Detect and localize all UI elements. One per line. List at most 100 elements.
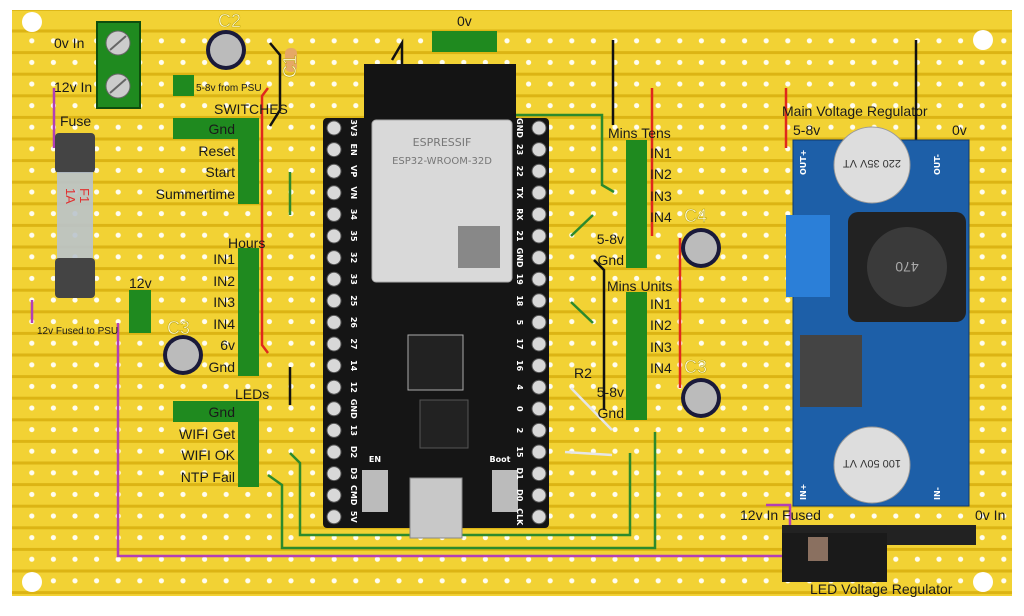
header-pin [326,293,342,309]
header-pin [531,271,547,287]
mins-tens-pin: IN3 [650,188,672,204]
capacitor-c2 [206,30,246,70]
usb-port[interactable] [409,477,463,539]
esp32-pins: 3V3ENVPVN343532332526271412GND13D2D3CMD5… [326,118,547,526]
esp32-model: ESP32-WROOM-32D [392,156,492,167]
pin-label: 18 [515,295,524,307]
cap-bottom-marking: 100 50V VT [843,457,901,469]
pin-label: D1 [515,467,524,480]
leds-header [238,401,259,487]
en-button[interactable] [362,470,388,512]
label-c1: C1 [280,55,300,78]
switches-gnd-bar [173,118,258,139]
pin-label: 15 [515,446,524,458]
mins-units-pin: IN1 [650,296,672,312]
led-regulator-in: 12v In Fused [740,507,821,523]
mins-units-header [626,292,647,420]
capacitor-c3-right [681,378,721,418]
pin-label: 5V [349,511,358,524]
header-pin [531,228,547,244]
esp32-brand: ESPRESSIF [413,136,472,149]
mins-tens-power: 5-8v [597,231,624,247]
label-c4: C4 [684,206,707,226]
header-pin [326,336,342,352]
mins-tens-pin: IN2 [650,166,672,182]
pin-label: 19 [515,274,524,286]
green-wire [570,301,594,324]
header-pin [531,509,547,525]
main-regulator-in: 5-8v [793,122,820,138]
capacitor-c1 [285,48,297,72]
out-minus-label: OUT- [933,154,942,175]
capacitor-100uf [833,426,911,504]
pin-label: CLK [515,508,524,526]
label-12v-in: 12v In [54,79,92,95]
capacitor-c4 [681,228,721,268]
mins-units-pin: IN2 [650,317,672,333]
header-pin [326,163,342,179]
header-pin [531,422,547,438]
header-pin [326,206,342,222]
header-pin [531,379,547,395]
in-plus-label: IN+ [799,484,808,500]
header-pin [326,422,342,438]
hours-header [238,248,259,376]
pin-label: 4 [515,384,524,390]
hours-pin: IN4 [213,316,235,332]
label-0v-top: 0v [457,13,472,29]
pin-label: 34 [349,209,358,221]
header-pin [531,466,547,482]
pin-label: 32 [349,252,358,263]
main-regulator-out: 0v [952,122,967,138]
regulator-ic [800,335,862,407]
pin-label: 16 [515,360,524,372]
header-pin [531,401,547,417]
pin-label: CMD [349,485,358,506]
header-psu-in [173,75,194,96]
label-r2: R2 [574,365,592,381]
led-voltage-regulator [782,525,976,582]
header-pin [326,444,342,460]
qr-code [458,226,500,268]
mins-units-power: 5-8v [597,384,624,400]
trimpot [786,215,830,297]
mounting-holes [22,12,993,592]
mins-units-pin: IN3 [650,339,672,355]
header-pin [531,250,547,266]
pin-label: 33 [349,274,358,285]
led-pin: Gnd [209,404,235,420]
label-12v: 12v [129,275,152,291]
switch-pin-gnd: Gnd [209,121,235,137]
pin-label: 26 [349,317,358,329]
header-pin [531,163,547,179]
leds-title: LEDs [235,386,269,402]
mins-tens-power: Gnd [598,252,624,268]
boot-button[interactable] [492,470,518,512]
black-wire [593,259,606,410]
pin-label: 5 [515,320,524,326]
label-0v-in: 0v In [54,35,84,51]
pin-label: EN [349,144,358,156]
pin-label: 17 [515,338,524,349]
switch-pin-summertime: Summertime [156,186,236,202]
black-wire [268,42,282,127]
mins-tens-title: Mins Tens [608,125,671,141]
purple-wire [116,323,790,558]
led-pin: NTP Fail [181,469,235,485]
header-pin [531,206,547,222]
pin-label: 3V3 [349,119,358,136]
pin-label: 25 [349,295,358,307]
main-regulator-title: Main Voltage Regulator [782,103,928,119]
hours-pin: 6v [220,337,235,353]
header-pin [326,314,342,330]
pin-label: 22 [515,166,524,177]
header-pin [531,336,547,352]
header-pin [326,509,342,525]
led-regulator-title: LED Voltage Regulator [810,581,953,597]
pin-label: D3 [349,467,358,479]
pin-label: GND [515,248,524,268]
mins-tens-pin: IN4 [650,209,672,225]
mins-tens-header [626,140,647,268]
pin-label: RX [515,208,524,221]
